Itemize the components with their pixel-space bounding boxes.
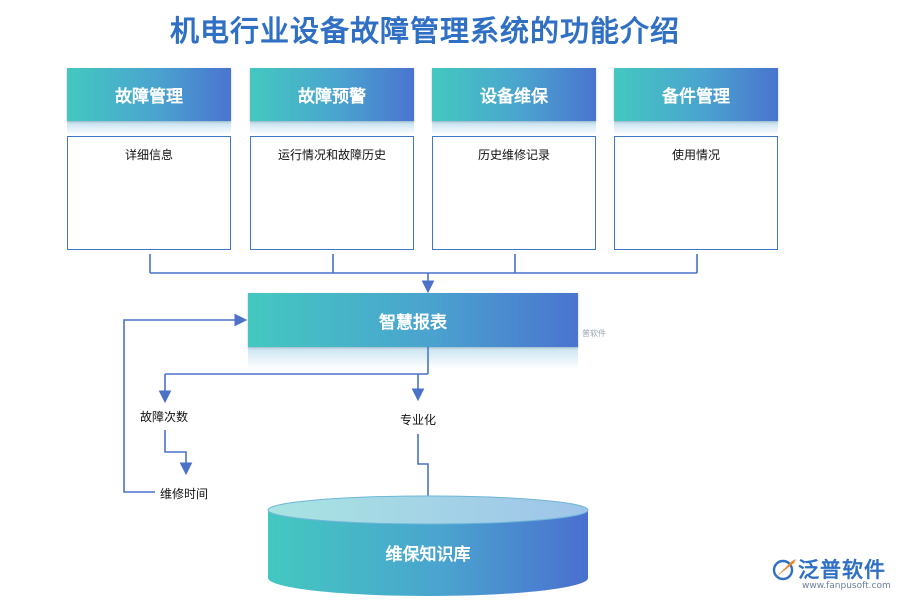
brand-logo: 泛普软件 www.fanpusoft.com: [772, 553, 897, 593]
module-title: 故障管理: [67, 68, 231, 121]
module-title: 备件管理: [614, 68, 778, 121]
smart-report-reflection: [248, 347, 578, 369]
module-fault-management: 故障管理 详细信息: [67, 68, 231, 250]
module-title: 设备维保: [432, 68, 596, 121]
specialization-label: 专业化: [400, 413, 437, 427]
module-spare-parts: 备件管理 使用情况: [614, 68, 778, 250]
fanpu-logo-icon: [772, 559, 796, 581]
module-title: 故障预警: [250, 68, 414, 121]
module-detail: 运行情况和故障历史: [250, 136, 414, 250]
module-detail: 历史维修记录: [432, 136, 596, 250]
smart-report-title: 智慧报表: [248, 293, 578, 347]
page-title: 机电行业设备故障管理系统的功能介绍: [169, 14, 680, 48]
smart-report-box: 智慧报表: [248, 293, 578, 369]
brand-url: www.fanpusoft.com: [802, 581, 891, 591]
module-detail: 详细信息: [67, 136, 231, 250]
watermark-text: 普软件: [582, 329, 606, 338]
knowledge-base-label: 维保知识库: [385, 545, 471, 565]
module-fault-warning: 故障预警 运行情况和故障历史: [250, 68, 414, 250]
module-reflection: [614, 121, 778, 135]
module-detail: 使用情况: [614, 136, 778, 250]
module-reflection: [250, 121, 414, 135]
module-reflection: [432, 121, 596, 135]
fault-count-label: 故障次数: [140, 410, 189, 424]
repair-time-label: 维修时间: [160, 487, 209, 501]
module-maintenance: 设备维保 历史维修记录: [432, 68, 596, 250]
module-reflection: [67, 121, 231, 135]
database-cylinder: [267, 495, 589, 596]
brand-name: 泛普软件: [798, 558, 886, 582]
